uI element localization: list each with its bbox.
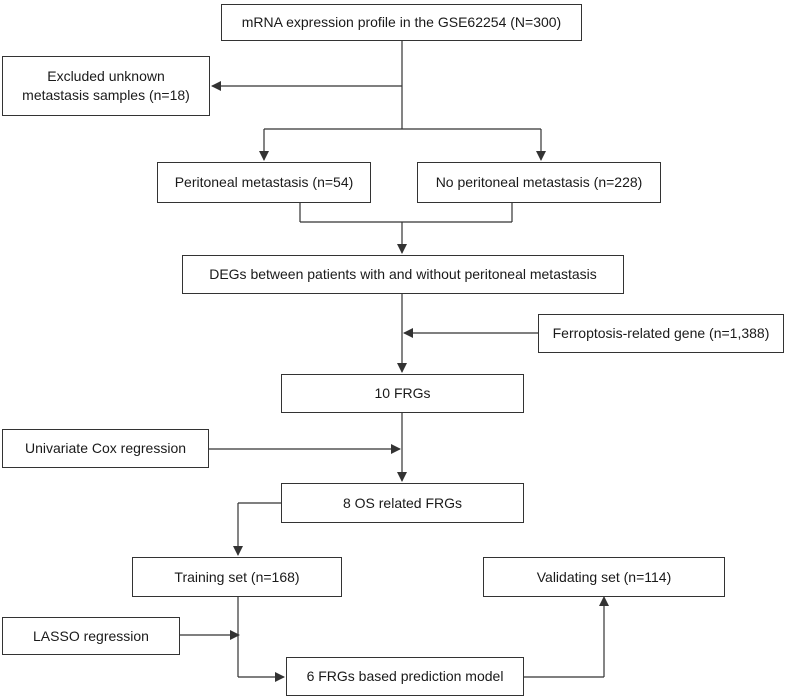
node-validating-set: Validating set (n=114): [483, 557, 725, 597]
node-lasso-regression: LASSO regression: [2, 617, 180, 655]
node-excluded-samples: Excluded unknown metastasis samples (n=1…: [2, 56, 210, 116]
node-8-os-frgs-label: 8 OS related FRGs: [342, 494, 463, 511]
node-10-frgs-label: 10 FRGs: [374, 385, 431, 402]
node-prediction-model: 6 FRGs based prediction model: [286, 657, 524, 696]
node-excluded-samples-label-line1: Excluded unknown: [47, 68, 165, 85]
node-no-peritoneal-metastasis-label: No peritoneal metastasis (n=228): [435, 174, 643, 191]
node-peritoneal-metastasis-label: Peritoneal metastasis (n=54): [174, 174, 354, 191]
node-expression-profile-label: mRNA expression profile in the GSE62254 …: [241, 14, 562, 31]
node-excluded-samples-label-line2: metastasis samples (n=18): [22, 87, 190, 103]
node-ferroptosis-genes-label: Ferroptosis-related gene (n=1,388): [552, 325, 770, 342]
node-univariate-cox: Univariate Cox regression: [2, 429, 209, 468]
node-degs-label: DEGs between patients with and without p…: [209, 266, 597, 283]
node-ferroptosis-genes: Ferroptosis-related gene (n=1,388): [538, 314, 784, 353]
node-degs: DEGs between patients with and without p…: [182, 255, 624, 294]
node-training-set-label: Training set (n=168): [174, 568, 300, 585]
node-8-os-frgs: 8 OS related FRGs: [281, 483, 524, 523]
node-no-peritoneal-metastasis: No peritoneal metastasis (n=228): [417, 162, 661, 203]
node-univariate-cox-label: Univariate Cox regression: [24, 440, 187, 457]
node-validating-set-label: Validating set (n=114): [536, 568, 672, 585]
node-lasso-regression-label: LASSO regression: [33, 627, 149, 644]
node-prediction-model-label: 6 FRGs based prediction model: [306, 668, 504, 685]
node-expression-profile: mRNA expression profile in the GSE62254 …: [221, 4, 582, 41]
node-10-frgs: 10 FRGs: [281, 374, 524, 413]
node-training-set: Training set (n=168): [132, 557, 342, 597]
node-peritoneal-metastasis: Peritoneal metastasis (n=54): [157, 162, 371, 203]
